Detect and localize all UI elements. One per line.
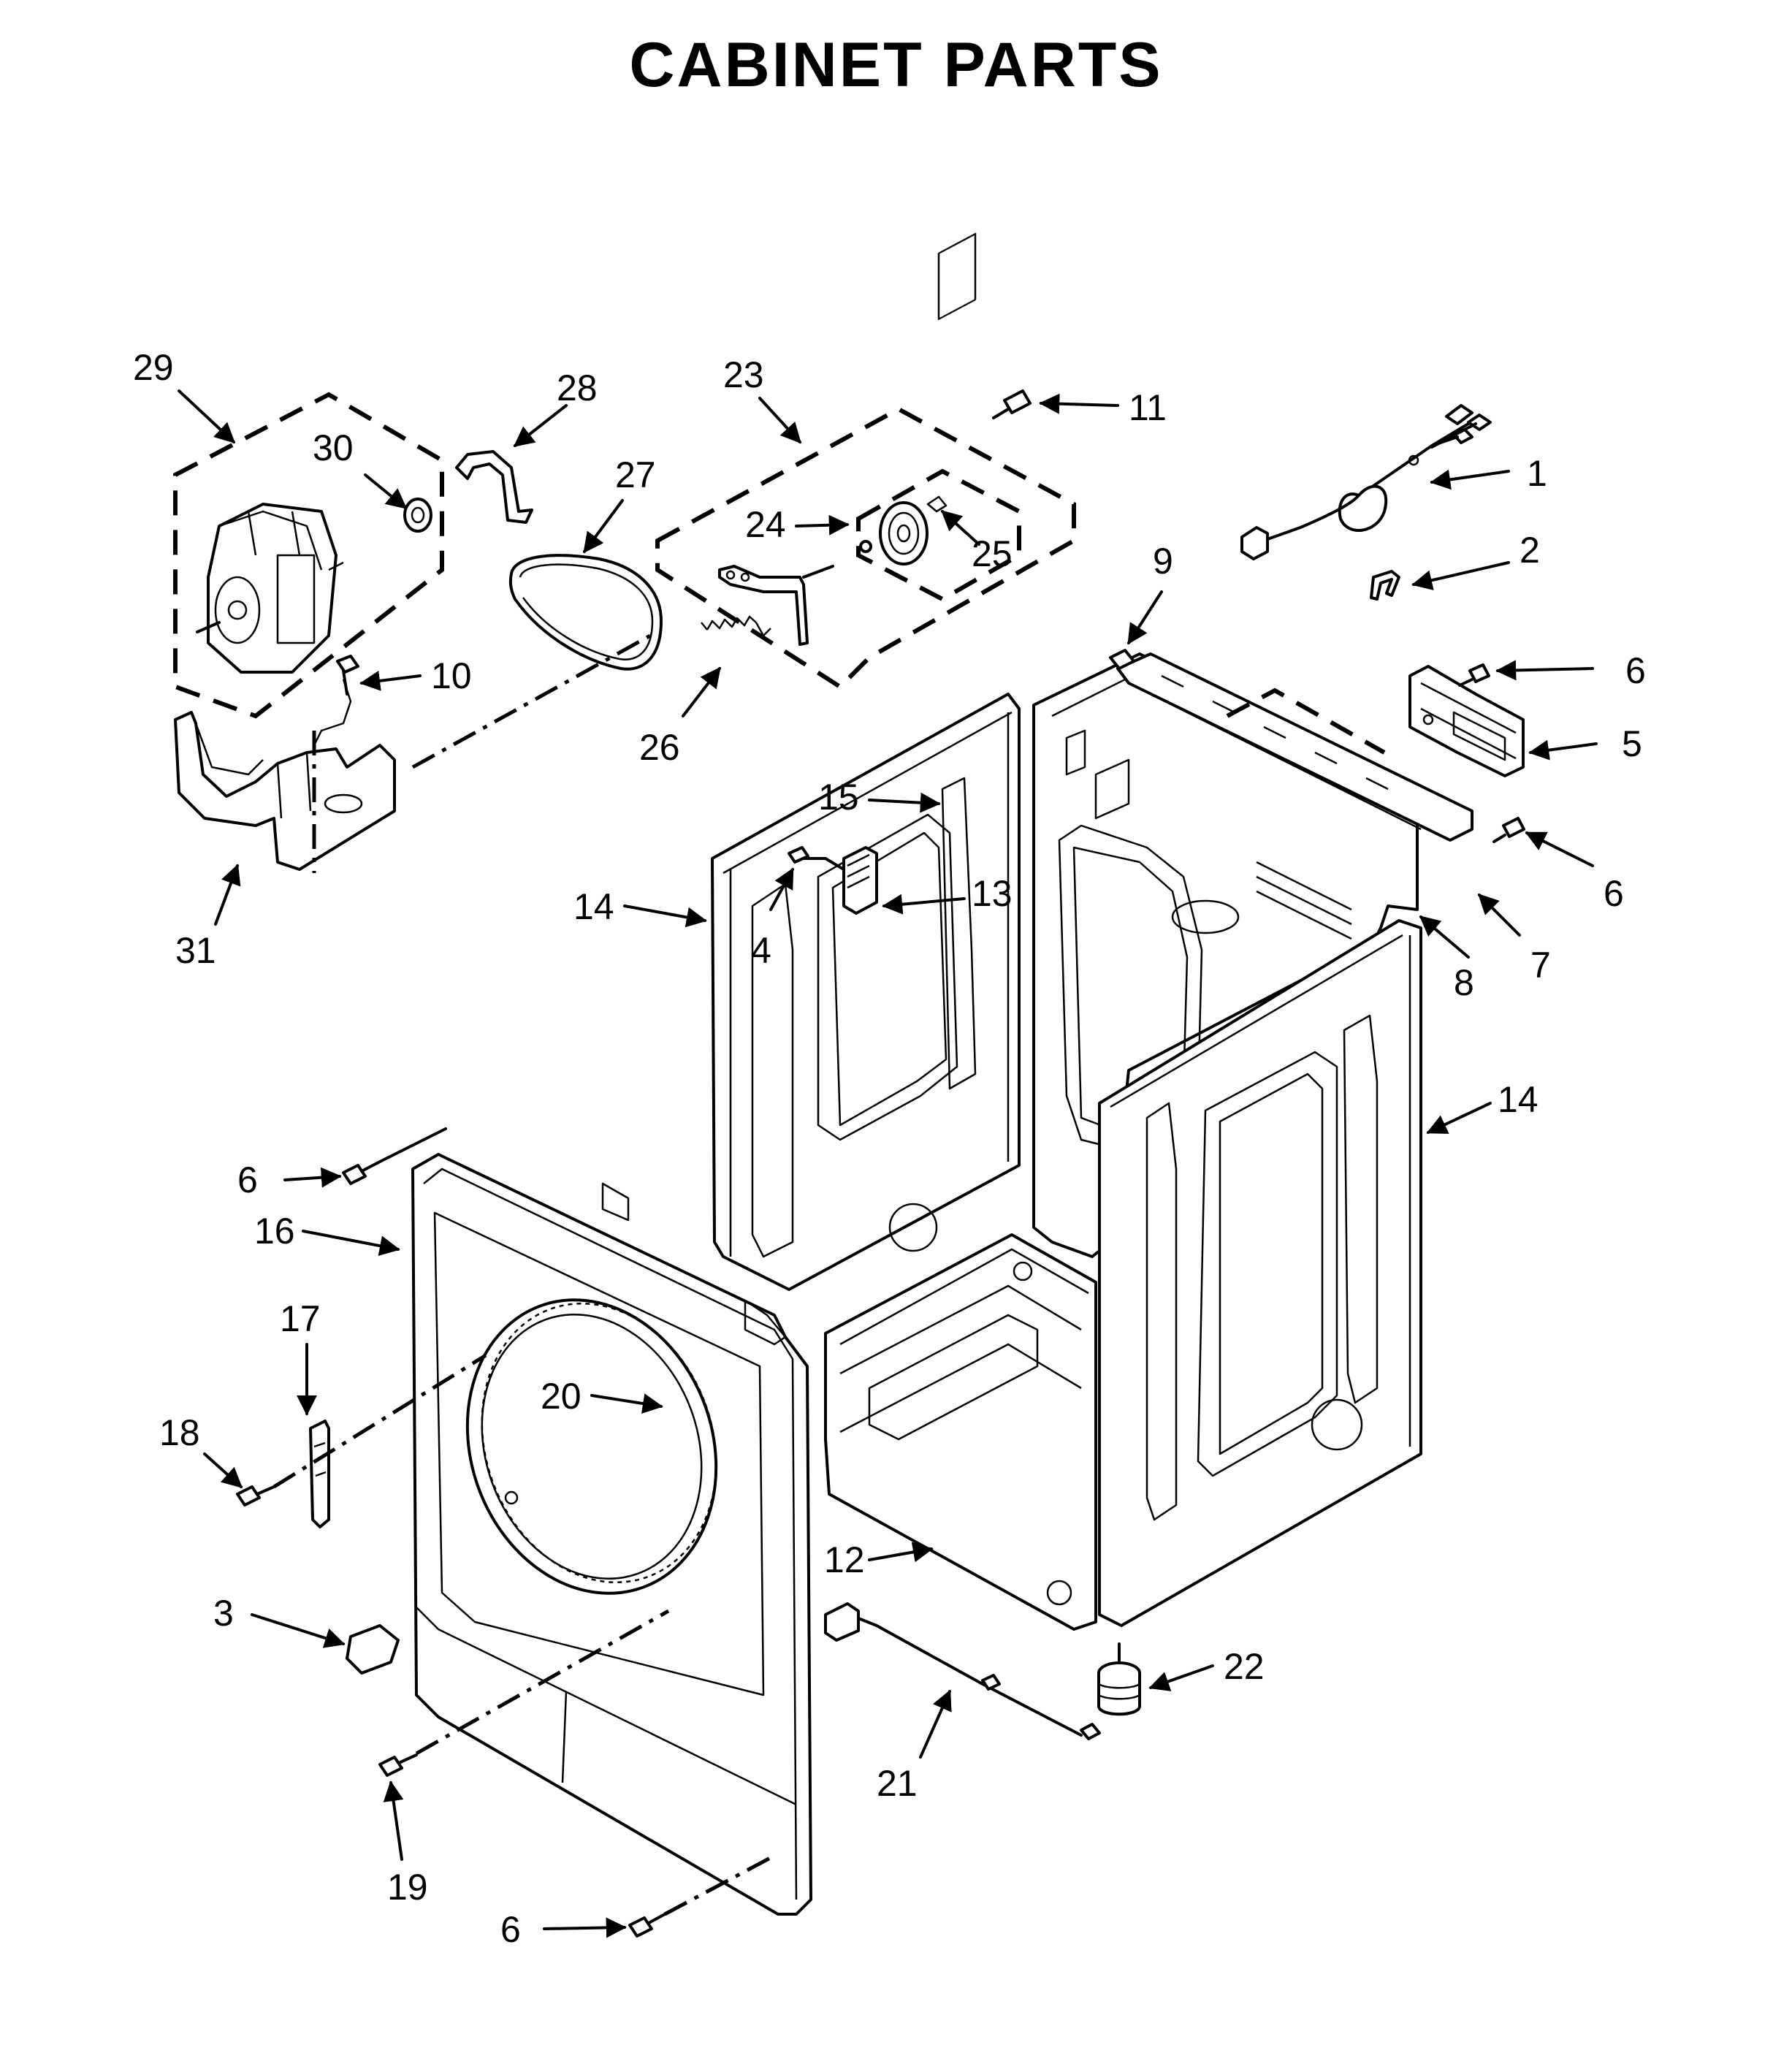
callout-labels: 29 28 30 27 23 11 1 24 25 2 9 10 6 26 5 … — [133, 347, 1646, 1950]
callout-2: 2 — [1520, 530, 1540, 571]
drive-belt — [508, 554, 663, 671]
panel-bracket — [309, 1420, 330, 1528]
motor-mount-bracket — [174, 633, 652, 873]
callout-16: 16 — [254, 1211, 295, 1252]
callout-26: 26 — [639, 727, 680, 768]
callout-3: 3 — [213, 1593, 234, 1634]
callout-13: 13 — [972, 873, 1013, 914]
idler-spring — [701, 615, 771, 637]
screw-6-front-top — [342, 1160, 381, 1185]
callout-10: 10 — [431, 655, 472, 696]
callout-1: 1 — [1527, 453, 1547, 494]
callout-11: 11 — [1129, 387, 1167, 428]
screw-6-front-bottom-leader — [663, 1854, 776, 1916]
page-title: CABINET PARTS — [629, 30, 1163, 100]
callout-20: 20 — [541, 1376, 582, 1417]
vent-bracket — [1408, 665, 1525, 777]
callout-27: 27 — [615, 454, 656, 495]
screw-18-leader — [272, 1353, 487, 1489]
callout-15: 15 — [818, 777, 859, 818]
callout-6-front-bottom: 6 — [500, 1909, 521, 1950]
callout-6-top: 6 — [1625, 650, 1646, 691]
callout-8: 8 — [1454, 962, 1474, 1003]
screw-19-leader — [415, 1609, 670, 1756]
callout-22: 22 — [1224, 1646, 1265, 1687]
motor-pulley — [403, 498, 432, 533]
leader-arrows — [178, 389, 1598, 1938]
callout-21: 21 — [877, 1763, 918, 1804]
screw-9 — [1109, 649, 1135, 670]
callout-5: 5 — [1622, 723, 1642, 764]
callout-18: 18 — [159, 1412, 200, 1453]
screw-6-front-top-leader — [378, 1127, 447, 1163]
idler-assembly-group — [655, 406, 1076, 690]
cord-clip — [1370, 570, 1400, 601]
motor-assembly-group — [173, 392, 444, 719]
screw-18 — [236, 1485, 275, 1507]
idler-arm-bracket — [718, 565, 834, 646]
callout-31: 31 — [175, 930, 216, 971]
screw-19 — [378, 1753, 418, 1777]
rear-top-bracket — [1116, 652, 1473, 842]
callout-17: 17 — [280, 1298, 321, 1339]
callout-30: 30 — [313, 427, 354, 468]
callout-29: 29 — [133, 347, 174, 388]
motor-clip — [455, 450, 533, 524]
leveling-foot — [1097, 1642, 1141, 1716]
callout-12: 12 — [824, 1539, 865, 1580]
screw-6-right — [1492, 817, 1525, 843]
power-cord — [1240, 404, 1492, 560]
callout-25: 25 — [972, 533, 1013, 574]
callout-28: 28 — [557, 367, 598, 408]
base-pan — [824, 1233, 1097, 1631]
right-side-panel — [1098, 919, 1422, 1627]
screw-4 — [788, 846, 809, 864]
screw-10 — [336, 655, 359, 696]
screw-6-front-bottom — [628, 1913, 666, 1938]
wire-harness — [824, 1602, 1101, 1740]
callout-4: 4 — [751, 930, 771, 971]
callout-6-front-top: 6 — [237, 1159, 258, 1200]
callout-14-right: 14 — [1498, 1079, 1539, 1120]
callout-19: 19 — [387, 1867, 428, 1908]
screw-11 — [992, 389, 1032, 419]
callout-9: 9 — [1153, 541, 1173, 582]
callout-7: 7 — [1530, 945, 1551, 986]
idler-pulley — [859, 495, 948, 565]
callout-24: 24 — [745, 504, 786, 545]
door-opening-seal — [465, 1298, 718, 1595]
callout-14-left: 14 — [573, 886, 614, 927]
door-switch — [802, 846, 878, 915]
callout-23: 23 — [723, 354, 764, 395]
idler-pulley-box — [856, 468, 1021, 602]
callout-6-right: 6 — [1604, 873, 1624, 914]
drive-motor — [196, 503, 344, 674]
vent-bracket-leader — [1226, 687, 1386, 755]
screw-6-top — [1458, 663, 1490, 687]
control-badge — [346, 1624, 400, 1675]
